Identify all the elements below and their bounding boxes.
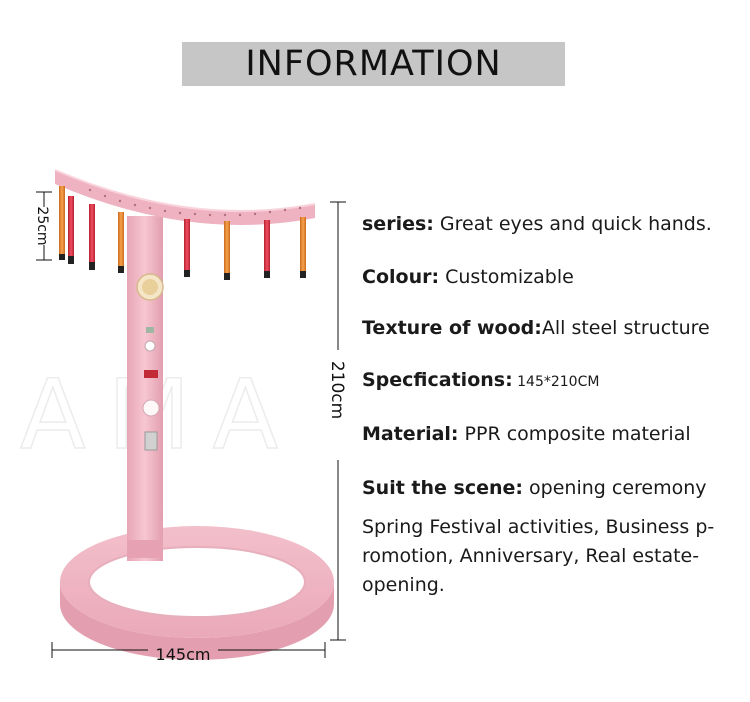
spec-material: Material: PPR composite material: [362, 425, 691, 444]
hanging-sticks: [59, 186, 306, 280]
dimension-210cm: 210cm: [327, 201, 347, 641]
stick-red: [89, 204, 95, 270]
stick-orange: [224, 221, 230, 280]
top-arm: [54, 169, 316, 226]
dimension-label-210cm: 210cm: [327, 361, 347, 419]
stick-orange: [300, 217, 306, 278]
spec-label: Specfications:: [362, 369, 513, 391]
spec-label: Suit the scene:: [362, 477, 523, 499]
spec-series: series: Great eyes and quick hands.: [362, 215, 712, 234]
spec-label: Colour:: [362, 266, 440, 288]
spec-value: 145*210CM: [512, 374, 600, 390]
spec-value: PPR composite material: [458, 423, 691, 445]
title-banner: INFORMATION: [182, 42, 565, 86]
spec-specifications: Specfications: 145*210CM: [362, 371, 599, 390]
stick-orange: [118, 212, 124, 273]
spec-value: opening ceremony: [523, 477, 707, 499]
control-panel: [136, 273, 164, 451]
spec-value: All steel structure: [541, 317, 710, 339]
scene-description: Spring Festival activities, Business p- …: [362, 516, 715, 596]
arm-holes: [88, 188, 302, 217]
stick-red: [264, 220, 270, 278]
spec-scene: Suit the scene: opening ceremony: [362, 479, 707, 498]
base-ring: [60, 526, 334, 660]
spec-texture: Texture of wood:All steel structure: [362, 319, 710, 338]
dimension-25cm: 25cm: [34, 191, 52, 261]
stand-pole: [127, 216, 163, 561]
dimension-145cm: 145cm: [51, 642, 326, 664]
spec-value: Customizable: [439, 266, 574, 288]
spec-label: Material:: [362, 423, 459, 445]
page-title: INFORMATION: [245, 44, 502, 84]
spec-colour: Colour: Customizable: [362, 268, 574, 287]
dimension-label-25cm: 25cm: [34, 206, 50, 245]
stick-red: [184, 219, 190, 277]
spec-label: series:: [362, 213, 434, 235]
stick-orange: [59, 186, 65, 260]
dimension-label-145cm: 145cm: [156, 645, 211, 664]
spec-value: Great eyes and quick hands.: [433, 213, 712, 235]
spec-label: Texture of wood:: [362, 317, 542, 339]
stick-red: [68, 196, 74, 264]
